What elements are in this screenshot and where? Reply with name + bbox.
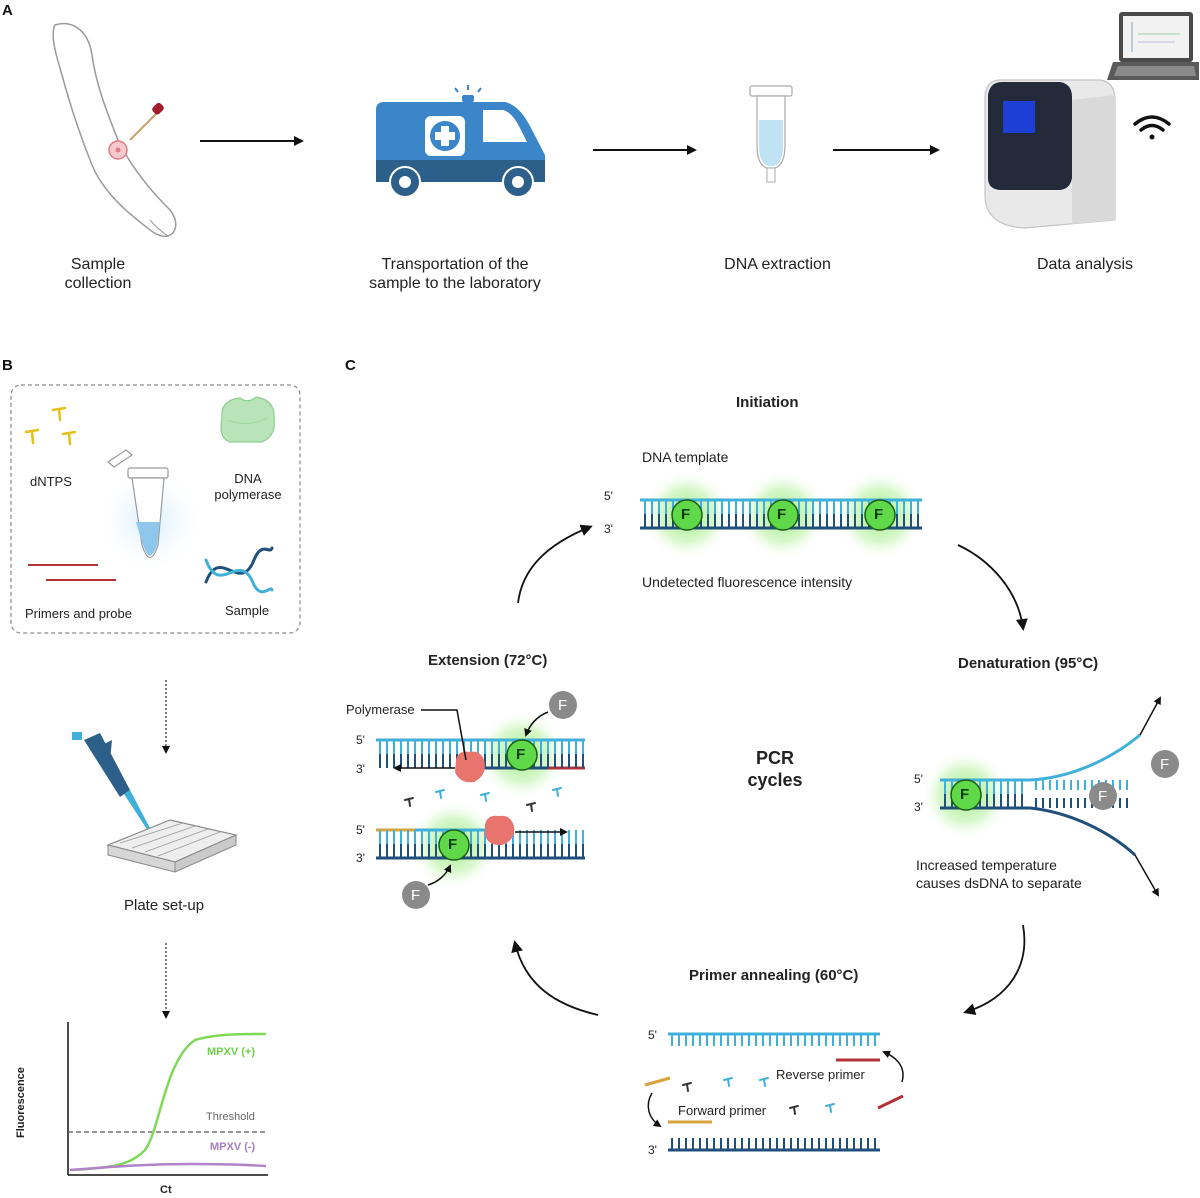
annealing-3prime: 3' [648,1143,657,1157]
denaturation-5prime: 5' [914,772,923,786]
primers-probe-label: Primers and probe [25,606,132,621]
reverse-primer-label: Reverse primer [776,1067,865,1082]
negative-curve [69,1162,267,1172]
fluorophore-f: F [516,746,526,763]
extension-top-3prime: 3' [356,762,365,776]
quenched-f: F [1098,788,1108,805]
dntp-icon [24,406,77,446]
initiation-3prime: 3' [604,522,613,536]
fluorophore-f: F [960,786,970,803]
polymerase-icon [220,396,275,443]
dna-helix-icon [204,546,274,594]
positive-curve [69,1032,267,1172]
quenched-f: F [558,697,568,714]
fluorophore-f: F [681,506,691,523]
pipette-icon [72,732,152,834]
dntps-label: dNTPS [30,474,72,489]
cycle-arrow-to-denaturation [957,544,1028,631]
forward-primer-label: Forward primer [678,1103,767,1118]
fluorophore-f: F [874,506,884,523]
polymerase-blob-bottom [485,815,515,846]
extension-top-5prime: 5' [356,733,365,747]
step-caption-dna-extraction: DNA extraction [724,256,831,273]
initiation-title: Initiation [736,394,799,411]
panel-label-a: A [2,2,13,19]
annealing-5prime: 5' [648,1028,657,1042]
panel-label-c: C [345,357,356,374]
extension-bottom-5prime: 5' [356,823,365,837]
initiation-note: Undetected fluorescence intensity [642,574,853,590]
amplification-plot [67,1022,268,1176]
panel-label-b: B [2,357,13,374]
quenched-f: F [1160,756,1170,773]
plate-setup-label: Plate set-up [124,897,205,914]
extension-bottom-3prime: 3' [356,851,365,865]
extension-title: Extension (72°C) [428,652,548,669]
polymerase-callout: Polymerase [346,702,415,717]
dna-template-label: DNA template [642,449,729,465]
pcr-plate-icon [106,819,238,873]
cycle-arrow-to-extension [511,940,599,1016]
qpcr-machine-icon [984,79,1116,229]
fluorophore-markers [402,499,1179,909]
quenched-f: F [411,887,421,904]
denaturation-title: Denaturation (95°C) [958,655,1099,672]
laptop-icon [1107,12,1199,80]
cycle-arrow-to-initiation [517,524,593,604]
fluorophore-f: F [777,506,787,523]
threshold-label: Threshold [206,1111,255,1123]
positive-label: MPXV (+) [207,1046,255,1058]
reagent-box [10,384,301,634]
annealing-dna [644,1032,904,1152]
spin-column-icon [749,85,793,183]
cycle-arrow-to-annealing [963,924,1026,1015]
initiation-5prime: 5' [604,489,613,503]
polymerase-blob-top [455,751,485,783]
arm-icon [52,22,177,238]
extension-dna [376,709,585,890]
ambulance-icon [376,85,545,198]
denaturation-3prime: 3' [914,800,923,814]
wifi-icon [1133,115,1171,140]
sample-label: Sample [225,603,270,618]
plot-x-label: Ct [160,1184,172,1196]
primer-probe-icon [28,564,116,581]
reaction-tube-icon [106,449,169,559]
annealing-title: Primer annealing (60°C) [689,967,859,984]
step-caption-data-analysis: Data analysis [1036,256,1134,273]
fluorophore-f: F [448,836,458,853]
negative-label: MPXV (-) [210,1141,256,1153]
